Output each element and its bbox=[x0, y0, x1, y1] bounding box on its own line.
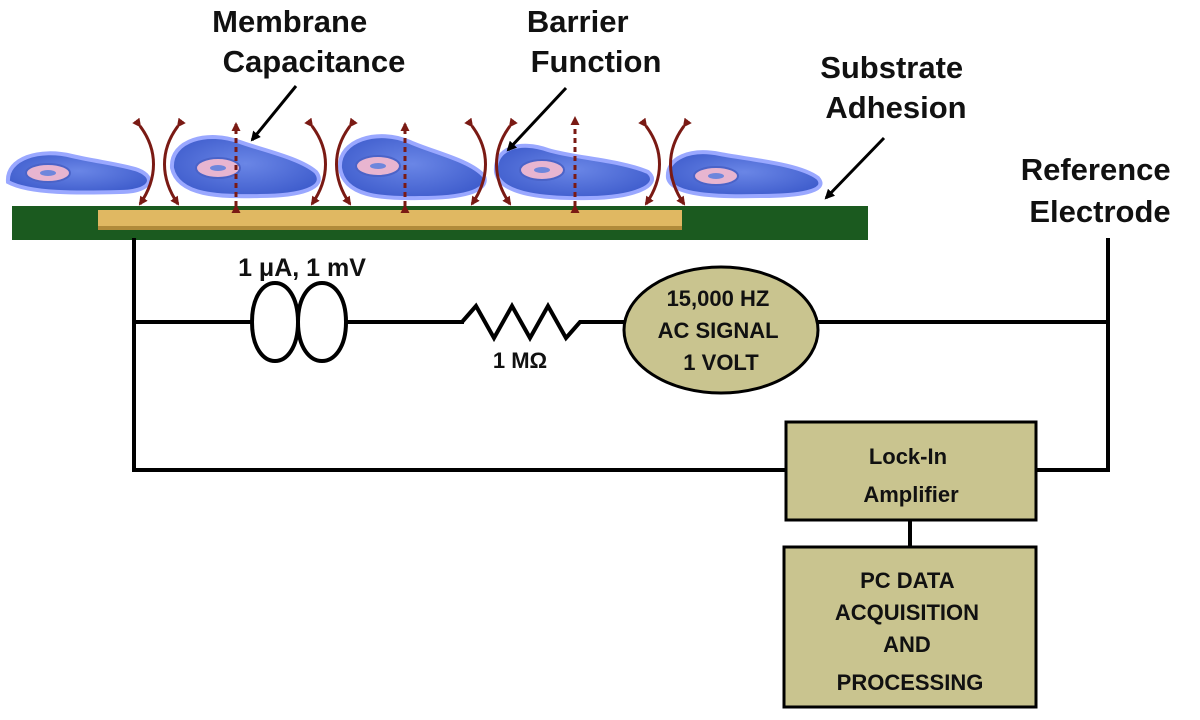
circuit-wires bbox=[132, 238, 1110, 549]
cell bbox=[493, 143, 654, 201]
substrate-adhesion-pointer bbox=[824, 136, 886, 200]
cell bbox=[337, 134, 487, 201]
ac-sine-symbol bbox=[250, 281, 349, 363]
resistor-symbol bbox=[460, 301, 588, 343]
cell bbox=[5, 151, 151, 195]
current-voltage-label: 1 μA, 1 mV bbox=[238, 254, 366, 282]
pc-data-acquisition-box bbox=[782, 545, 1038, 709]
ac-signal-source-label: 15,000 HZ AC SIGNAL 1 VOLT bbox=[658, 286, 785, 375]
current-arrow-x bbox=[132, 117, 186, 206]
gold-electrode bbox=[98, 210, 682, 228]
pc-data-acquisition-label: PC DATA ACQUISITION AND PROCESSING bbox=[835, 568, 985, 695]
barrier-function-label: Barrier Function bbox=[527, 4, 662, 79]
membrane-capacitance-label: Membrane Capacitance bbox=[212, 4, 405, 79]
current-arrow-x bbox=[638, 117, 692, 206]
current-arrow-x bbox=[464, 117, 518, 206]
lock-in-amplifier-label: Lock-In Amplifier bbox=[863, 444, 959, 507]
substrate-adhesion-label: Substrate Adhesion bbox=[820, 50, 972, 125]
barrier-function-pointer bbox=[506, 86, 568, 152]
cell bbox=[665, 150, 823, 199]
cell bbox=[169, 135, 321, 199]
resistor-label: 1 MΩ bbox=[493, 348, 547, 373]
capacitive-current-arrows bbox=[231, 116, 580, 213]
paracellular-current-arrows bbox=[132, 117, 692, 206]
reference-electrode-label: Reference Electrode bbox=[1021, 152, 1180, 229]
cell-layer bbox=[5, 134, 823, 201]
ac-signal-source bbox=[622, 265, 820, 395]
membrane-capacitance-pointer bbox=[250, 85, 298, 142]
lock-in-amplifier-box bbox=[784, 420, 1038, 522]
current-arrow-x bbox=[304, 117, 358, 206]
